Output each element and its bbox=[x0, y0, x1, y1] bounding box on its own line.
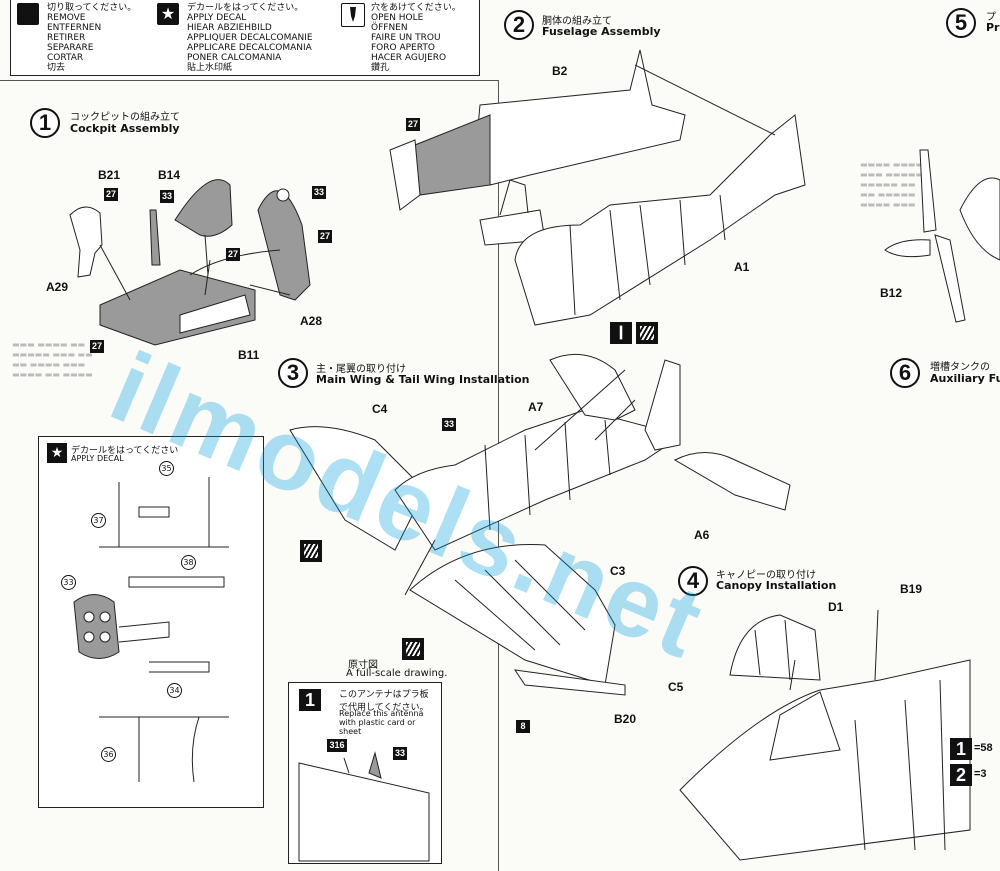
drill-icon bbox=[341, 3, 365, 27]
color-code: 27 bbox=[90, 340, 104, 353]
color-code: 33 bbox=[160, 190, 174, 203]
part-a1: A1 bbox=[734, 260, 750, 274]
fuselage-drawing bbox=[389, 49, 806, 326]
background-bleed-right: ▬▬▬▬ ▬▬▬▬▬▬▬ ▬▬▬▬▬▬▬▬▬▬ ▬▬▬▬ ▬▬▬▬▬▬▬▬▬ ▬… bbox=[860, 160, 924, 209]
decal-number: 34 bbox=[167, 683, 182, 698]
step-1-number: 1 bbox=[30, 108, 60, 138]
step-3-number: 3 bbox=[278, 358, 308, 388]
decal-number: 33 bbox=[61, 575, 76, 590]
part-a28: A28 bbox=[300, 314, 323, 328]
antenna-note-en: Replace this antenna with plastic card o… bbox=[339, 709, 424, 736]
color-code: 27 bbox=[318, 230, 332, 243]
decal-number: 37 bbox=[91, 513, 106, 528]
part-b21: B21 bbox=[98, 168, 121, 182]
step-6-jp: 増槽タンクの bbox=[930, 362, 990, 373]
step-2-number: 2 bbox=[504, 10, 534, 40]
color-code: 33 bbox=[442, 418, 456, 431]
step-3-title: Main Wing & Tail Wing Installation bbox=[316, 373, 530, 386]
star-icon: ★ bbox=[157, 3, 179, 25]
step-4-number: 4 bbox=[678, 566, 708, 596]
color-code: 27 bbox=[226, 248, 240, 261]
step-2-jp: 胴体の組み立て bbox=[542, 16, 612, 27]
step-5-title: Pr bbox=[986, 21, 1000, 34]
decal-number: 36 bbox=[101, 747, 116, 762]
color-ref-2-value: =3 bbox=[974, 768, 987, 780]
part-d1: D1 bbox=[828, 600, 844, 614]
color-code: 316 bbox=[327, 739, 347, 752]
antenna-title-jp: 原寸図 bbox=[348, 660, 378, 671]
step-3-jp: 主・尾翼の取り付け bbox=[316, 364, 406, 375]
instrument-panel-drawing bbox=[73, 477, 229, 783]
part-a7: A7 bbox=[528, 400, 544, 414]
color-ref-1-value: =58 bbox=[974, 742, 993, 754]
step-6-number: 6 bbox=[890, 358, 920, 388]
part-c4: C4 bbox=[372, 402, 388, 416]
color-ref-2: 2 bbox=[950, 764, 972, 786]
cement-icon bbox=[300, 540, 322, 562]
antenna-circle-1: 1 bbox=[299, 689, 321, 711]
cockpit-drawing bbox=[69, 179, 311, 346]
decal-inset-jp: デカールをはってください bbox=[71, 446, 179, 456]
step-4-jp: キャノピーの取り付け bbox=[716, 570, 816, 581]
part-b2: B2 bbox=[552, 64, 568, 78]
color-code: 27 bbox=[406, 118, 420, 131]
antenna-ref-icon: Ⅰ bbox=[610, 322, 632, 344]
color-code: 33 bbox=[312, 186, 326, 199]
propeller-drawing bbox=[884, 149, 1000, 323]
part-c3: C3 bbox=[610, 564, 626, 578]
cut-icon bbox=[17, 3, 39, 25]
step-1-jp: コックピットの組み立て bbox=[70, 112, 180, 123]
decal-inset: ★ デカールをはってください APPLY DECAL 35 37 38 33 3… bbox=[38, 436, 264, 808]
color-code: 8 bbox=[516, 720, 530, 733]
part-b20: B20 bbox=[614, 712, 637, 726]
color-code: 27 bbox=[104, 188, 118, 201]
part-b19: B19 bbox=[900, 582, 923, 596]
cement-icon bbox=[402, 638, 424, 660]
color-code: 33 bbox=[393, 747, 407, 760]
decal-number: 38 bbox=[181, 555, 196, 570]
antenna-box: 1 このアンテナはプラ板で代用してください。 Replace this ante… bbox=[288, 682, 442, 864]
wing-installation-drawing bbox=[289, 353, 791, 696]
part-c5: C5 bbox=[668, 680, 684, 694]
canopy-drawing bbox=[679, 609, 971, 861]
part-a29: A29 bbox=[46, 280, 69, 294]
background-bleed: ▬▬▬ ▬▬▬▬ ▬▬▬▬▬▬▬ ▬▬▬ ▬▬▬▬ ▬▬▬▬ ▬▬▬▬▬▬▬ ▬… bbox=[12, 340, 93, 379]
step-5-jp: プ bbox=[986, 12, 996, 23]
antenna-drawing bbox=[298, 751, 430, 862]
step-1-title: Cockpit Assembly bbox=[70, 122, 180, 135]
antenna-title-en: A full-scale drawing. bbox=[346, 668, 448, 679]
part-b12: B12 bbox=[880, 286, 903, 300]
decal-number: 35 bbox=[159, 461, 174, 476]
part-b14: B14 bbox=[158, 168, 181, 182]
decal-inset-en: APPLY DECAL bbox=[71, 454, 124, 463]
antenna-note-jp: このアンテナはプラ板で代用してください。 bbox=[339, 690, 429, 713]
star-icon: ★ bbox=[47, 443, 67, 463]
step-6-title: Auxiliary Fue bbox=[930, 372, 1000, 385]
step-5-number: 5 bbox=[946, 8, 976, 38]
part-b11: B11 bbox=[238, 348, 260, 362]
step-4-title: Canopy Installation bbox=[716, 579, 837, 592]
step-2-title: Fuselage Assembly bbox=[542, 25, 661, 38]
color-ref-1: 1 bbox=[950, 738, 972, 760]
part-a6: A6 bbox=[694, 528, 710, 542]
cement-icon bbox=[636, 322, 658, 344]
